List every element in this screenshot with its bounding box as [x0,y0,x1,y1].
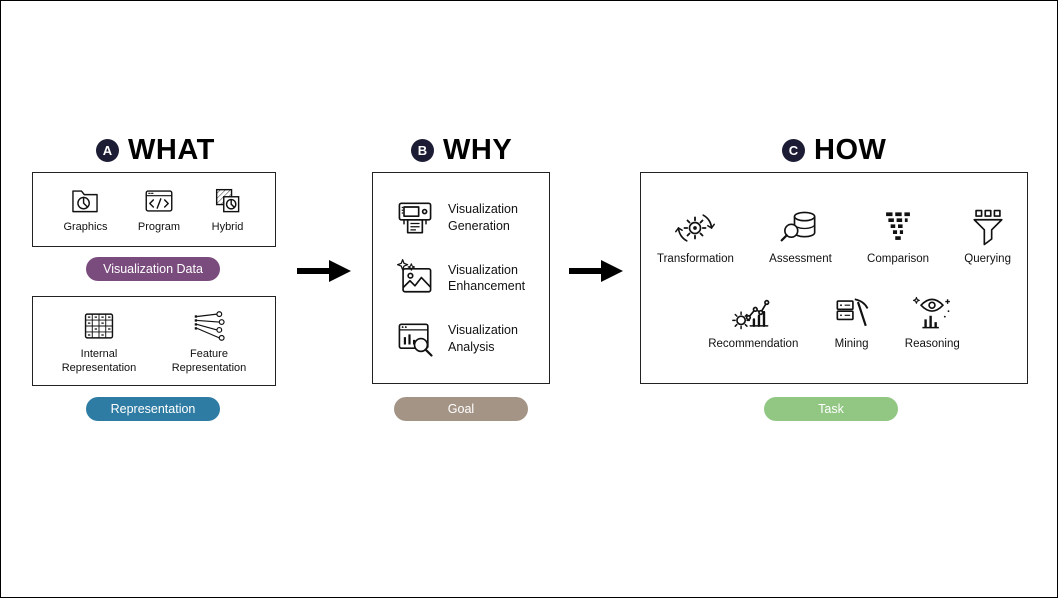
item-label-internal-representation: Internal Representation [61,347,137,374]
badge-a: A [96,139,119,162]
section-title-how: HOW [814,134,887,166]
chart-magnifier-icon [398,323,433,357]
item-visualization-enhancement: Visualization Enhancement [393,256,543,300]
item-graphics: Graphics [63,184,107,235]
feature-network-icon [194,310,225,341]
item-internal-representation: Internal Representation [55,307,143,376]
section-header-what: A WHAT [96,134,215,167]
server-pickaxe-icon [836,298,868,327]
database-magnifier-icon [781,211,816,242]
item-mining: Mining [830,291,874,350]
arrow-why-to-how-icon [569,260,623,282]
graphics-folder-pie-icon [72,190,99,213]
generation-machine-icon [398,202,432,233]
eye-chart-icon [913,297,951,329]
goal-pill: Goal [394,397,528,421]
visualization-data-pill: Visualization Data [86,257,220,281]
item-label-program: Program [137,221,181,234]
item-querying: Querying [964,206,1011,265]
item-visualization-analysis: Visualization Analysis [393,317,543,361]
why-label-generation: Visualization Generation [448,202,518,233]
layered-squares-icon [215,189,239,213]
how-label-assessment: Assessment [769,252,832,265]
item-feature-representation: Feature Representation [165,307,253,376]
gear-cycle-icon [675,213,716,242]
item-transformation: Transformation [657,206,734,265]
representation-box: Internal Representation Feature Represen… [32,296,276,386]
funnel-bars-icon [886,212,910,240]
item-label-graphics: Graphics [63,221,108,234]
badge-b: B [411,139,434,162]
section-title-why: WHY [443,134,513,166]
representation-pill: Representation [86,397,220,421]
how-label-comparison: Comparison [867,252,930,265]
task-row-1: Transformation Assessment [651,206,1017,265]
code-window-icon [145,190,173,212]
item-recommendation: Recommendation [708,291,798,350]
arrow-what-to-why-icon [297,260,351,282]
how-label-reasoning: Reasoning [904,338,960,351]
badge-c: C [782,139,805,162]
section-title-what: WHAT [128,134,215,166]
item-hybrid: Hybrid [211,184,245,235]
why-label-analysis: Visualization Analysis [448,323,518,354]
item-label-hybrid: Hybrid [211,221,244,234]
goal-box: Visualization Generation Visualization E… [372,172,550,384]
how-label-transformation: Transformation [657,252,734,265]
section-header-why: B WHY [411,134,512,167]
why-label-enhancement: Visualization Enhancement [448,262,526,293]
how-label-recommendation: Recommendation [708,338,799,351]
data-matrix-icon [84,313,114,339]
filter-funnel-icon [973,209,1003,245]
visualization-data-box: Graphics Program [32,172,276,247]
item-visualization-generation: Visualization Generation [393,196,543,240]
how-label-querying: Querying [964,252,1011,265]
image-sparkle-icon [396,259,432,293]
item-program: Program [138,184,180,235]
item-comparison: Comparison [867,206,929,265]
section-header-how: C HOW [782,134,886,167]
item-assessment: Assessment [769,206,832,265]
item-label-feature-representation: Feature Representation [171,347,247,374]
task-row-2: Recommendation Mining [651,291,1017,350]
task-pill: Task [764,397,898,421]
item-reasoning: Reasoning [905,291,960,350]
gear-chart-icon [732,300,770,330]
task-box: Transformation Assessment [640,172,1028,384]
how-label-mining: Mining [834,338,869,351]
